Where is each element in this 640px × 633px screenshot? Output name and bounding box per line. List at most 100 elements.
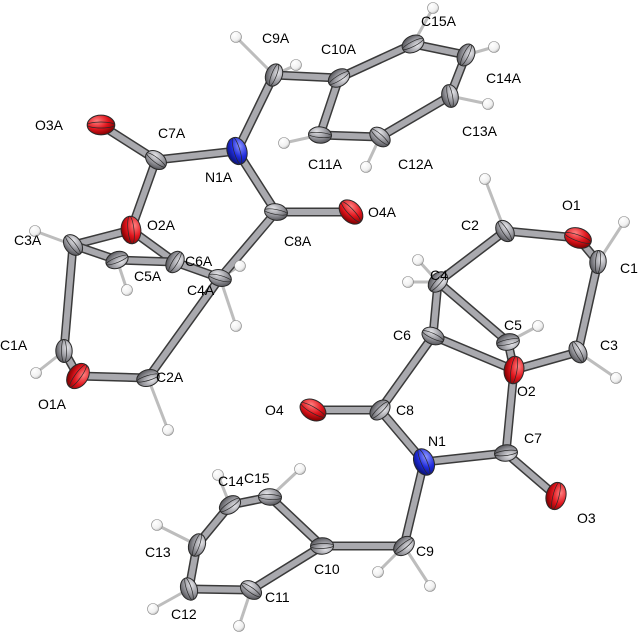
atom-label-C14A: C14A bbox=[486, 70, 522, 86]
bond-C1-C3 bbox=[573, 257, 603, 357]
hydrogen-atom-C15-21 bbox=[294, 463, 306, 475]
hydrogen-atom-C13A-4 bbox=[482, 98, 494, 110]
atom-C8 bbox=[369, 399, 391, 421]
bond-C3-O2 bbox=[509, 347, 583, 375]
atom-C2 bbox=[495, 219, 515, 243]
hydrogen-atom-C5-17 bbox=[532, 320, 544, 332]
atom-O2A bbox=[120, 215, 142, 245]
atom-C13 bbox=[187, 533, 207, 557]
atom-label-O3A: O3A bbox=[35, 117, 64, 133]
atom-C5A bbox=[105, 250, 129, 270]
atom-label-C13A: C13A bbox=[462, 123, 498, 139]
atom-label-C5: C5 bbox=[504, 317, 522, 333]
hydrogen-atom-C5A-8 bbox=[121, 284, 133, 296]
atom-label-N1A: N1A bbox=[205, 169, 233, 185]
bond-C15A-C10A bbox=[334, 39, 418, 83]
bond-C10-C11 bbox=[246, 541, 327, 595]
hydrogen-atom-C11A-2 bbox=[278, 137, 290, 149]
hydrogen-atom-C12A-3 bbox=[360, 161, 372, 173]
bond-C15-C10 bbox=[265, 492, 327, 551]
bond-C3A-C1A bbox=[59, 240, 78, 356]
atom-C1 bbox=[589, 250, 607, 274]
bond-N1-C9 bbox=[399, 457, 429, 551]
atom-label-C5A: C5A bbox=[134, 268, 162, 284]
bond-C4-C5 bbox=[433, 277, 513, 347]
atom-O1 bbox=[564, 227, 592, 249]
atom-label-C12: C12 bbox=[171, 606, 197, 622]
hydrogen-atom-C2-13 bbox=[479, 173, 491, 185]
hydrogen-atom-C3-18 bbox=[610, 372, 622, 384]
hydrogen-atom-C9A-0 bbox=[230, 31, 242, 43]
atom-label-C9A: C9A bbox=[262, 30, 290, 46]
hydrogen-atom-C15A-6 bbox=[427, 2, 439, 14]
atom-layer bbox=[55, 34, 607, 601]
atom-label-C6: C6 bbox=[393, 327, 411, 343]
atom-C6 bbox=[421, 326, 445, 346]
atom-label-C9: C9 bbox=[416, 543, 434, 559]
atom-label-C2: C2 bbox=[461, 217, 479, 233]
hydrogen-atom-C4A-12 bbox=[230, 320, 242, 332]
atom-O1A bbox=[66, 362, 90, 390]
atom-C9 bbox=[393, 535, 415, 557]
atom-C10 bbox=[310, 537, 334, 555]
atom-C6A bbox=[165, 250, 185, 274]
atom-C1A bbox=[55, 339, 73, 363]
atom-label-O1A: O1A bbox=[38, 396, 67, 412]
hydrogen-atom-C12-24 bbox=[147, 603, 159, 615]
bond-C7A-N1A bbox=[151, 146, 242, 165]
atom-label-O2: O2 bbox=[517, 383, 536, 399]
atom-O3 bbox=[545, 481, 567, 511]
atom-label-C4A: C4A bbox=[187, 282, 215, 298]
atom-O2 bbox=[503, 355, 525, 385]
bond-N1A-C9A bbox=[232, 70, 279, 156]
atom-label-C13: C13 bbox=[145, 544, 171, 560]
atom-label-C12A: C12A bbox=[398, 156, 434, 172]
hydrogen-atom-C4-15 bbox=[402, 276, 414, 288]
atom-C12 bbox=[179, 577, 199, 601]
atom-C15 bbox=[258, 488, 282, 506]
hydrogen-atom-C9A-1 bbox=[290, 59, 302, 71]
atom-label-C11: C11 bbox=[265, 589, 290, 605]
atom-C11A bbox=[308, 126, 332, 144]
atom-O4A bbox=[338, 199, 364, 225]
hydrogen-atom-C9-20 bbox=[424, 580, 436, 592]
hydrogen-atom-C1A-9 bbox=[30, 367, 42, 379]
atom-label-C2A: C2A bbox=[156, 369, 184, 385]
atom-C3 bbox=[568, 340, 588, 364]
atom-C2A bbox=[136, 368, 160, 388]
hydrogen-atom-C1-14 bbox=[618, 216, 630, 228]
atom-label-O2A: O2A bbox=[147, 217, 176, 233]
bond-O1A-C2A bbox=[73, 371, 153, 383]
hydrogen-atom-C13-23 bbox=[151, 519, 163, 531]
atom-label-C14: C14 bbox=[218, 473, 244, 489]
bond-C6-O2 bbox=[428, 331, 519, 375]
atom-label-C15A: C15A bbox=[421, 13, 457, 29]
hydrogen-atom-C11-25 bbox=[233, 620, 245, 632]
hydrogen-atom-C4A-11 bbox=[234, 260, 246, 272]
atom-label-C6A: C6A bbox=[185, 253, 213, 269]
atom-label-C4: C4 bbox=[430, 267, 448, 283]
bond-C9A-C10A bbox=[269, 70, 344, 83]
hydrogen-atom-C14A-5 bbox=[488, 41, 500, 53]
atom-label-C11A: C11A bbox=[308, 156, 343, 172]
atom-C10A bbox=[327, 68, 351, 88]
hydrogen-atom-C9-19 bbox=[372, 566, 384, 578]
atom-label-O1: O1 bbox=[562, 197, 581, 213]
atom-label-C10A: C10A bbox=[321, 41, 357, 57]
bond-C2-C4 bbox=[433, 226, 510, 287]
atom-C3A bbox=[62, 234, 84, 256]
bond-C12A-C13A bbox=[375, 91, 455, 142]
hydrogen-atom-layer bbox=[29, 2, 630, 632]
atom-C9A bbox=[264, 63, 284, 87]
atom-label-O4: O4 bbox=[265, 402, 284, 418]
bond-C6-C8 bbox=[375, 331, 438, 415]
atom-label-N1: N1 bbox=[428, 433, 446, 449]
atom-C5 bbox=[496, 333, 520, 351]
atom-label-C1: C1 bbox=[620, 260, 638, 276]
atom-label-C10: C10 bbox=[314, 561, 340, 577]
atom-O4 bbox=[299, 398, 327, 422]
hydrogen-atom-C2A-10 bbox=[162, 424, 174, 436]
